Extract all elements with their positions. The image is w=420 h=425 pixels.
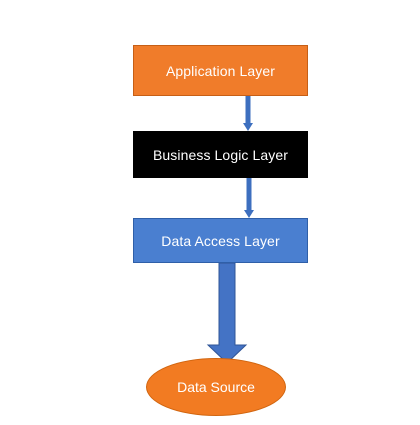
arrow-data-access-to-data-source <box>206 262 248 364</box>
data-source-ellipse: Data Source <box>146 358 286 416</box>
data-source-label: Data Source <box>177 379 255 395</box>
application-layer-label: Application Layer <box>165 62 276 79</box>
arrow-shaft <box>245 96 251 124</box>
arrow-head <box>244 210 254 218</box>
application-layer-box: Application Layer <box>133 45 308 96</box>
arrow-head <box>243 123 253 131</box>
business-logic-layer-box: Business Logic Layer <box>133 131 308 178</box>
arrow-application-to-business <box>243 96 253 131</box>
data-access-layer-label: Data Access Layer <box>161 232 280 249</box>
business-logic-layer-label: Business Logic Layer <box>152 146 289 163</box>
data-access-layer-box: Data Access Layer <box>133 218 308 263</box>
arrow-shaft <box>246 178 252 211</box>
arrow-business-to-data-access <box>244 178 254 218</box>
block-arrow <box>206 262 248 364</box>
